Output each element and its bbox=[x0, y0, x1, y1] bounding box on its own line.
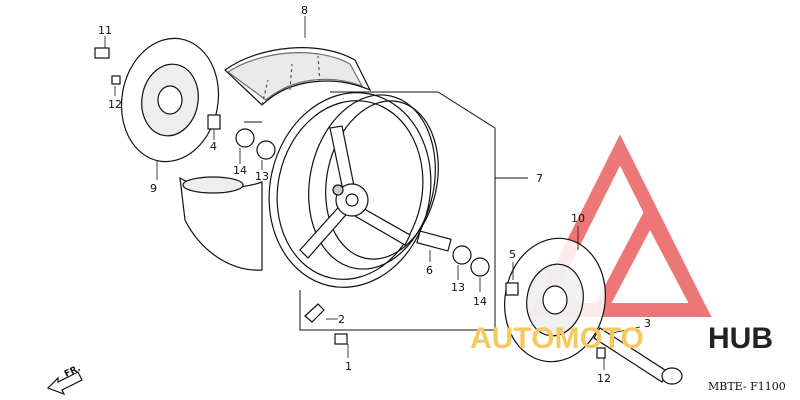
right-brake-disc bbox=[503, 237, 607, 363]
bearing-14-right bbox=[470, 257, 490, 277]
callout-12-right: 12 bbox=[597, 372, 611, 385]
callout-13-right: 13 bbox=[451, 281, 465, 294]
callout-14-right: 14 bbox=[473, 295, 487, 308]
left-brake-disc bbox=[120, 37, 220, 163]
bolt-12-right bbox=[596, 347, 606, 359]
bolt-12-left bbox=[111, 75, 121, 85]
callout-9: 9 bbox=[150, 182, 157, 195]
callout-10: 10 bbox=[571, 212, 585, 225]
direction-arrow: FR. bbox=[46, 364, 83, 396]
callout-8: 8 bbox=[301, 4, 308, 17]
seal-13-left bbox=[256, 140, 276, 160]
callout-12-left: 12 bbox=[108, 98, 122, 111]
collar-5 bbox=[505, 282, 519, 296]
watermark-logo bbox=[528, 134, 712, 317]
callout-1: 1 bbox=[345, 360, 352, 373]
collar-4 bbox=[207, 114, 221, 130]
seal-13-right bbox=[452, 245, 472, 265]
callout-4: 4 bbox=[210, 140, 217, 153]
leader-lines bbox=[104, 16, 641, 370]
axle-3 bbox=[593, 327, 669, 383]
small-parts bbox=[94, 47, 683, 385]
valve-2 bbox=[304, 303, 325, 323]
watermark-triangle-inner bbox=[588, 199, 712, 317]
callout-2: 2 bbox=[338, 313, 345, 326]
callout-11: 11 bbox=[98, 24, 112, 37]
weight-1 bbox=[334, 333, 348, 345]
watermark-text: AUTOMOTO HUB bbox=[470, 322, 773, 355]
axle-head bbox=[661, 367, 683, 385]
spacer-6 bbox=[416, 230, 452, 252]
callout-numbers: 8 11 12 4 9 14 13 7 10 6 5 13 14 2 3 1 1… bbox=[98, 4, 651, 385]
bolt-11 bbox=[94, 47, 110, 59]
assembly-frame bbox=[244, 91, 528, 331]
front-arrow-icon bbox=[46, 371, 83, 396]
callout-7: 7 bbox=[536, 172, 543, 185]
wheel-liner bbox=[179, 176, 263, 271]
tire bbox=[224, 47, 372, 106]
watermark-text-left: AUTOMOTO bbox=[470, 322, 644, 355]
front-wheel bbox=[268, 92, 439, 288]
diagram-code: MBTE- F1100 bbox=[708, 380, 786, 393]
callout-6: 6 bbox=[426, 264, 433, 277]
callout-5: 5 bbox=[509, 248, 516, 261]
bearing-14-left bbox=[235, 128, 255, 148]
watermark-text-right: HUB bbox=[708, 322, 773, 355]
callout-13-left: 13 bbox=[255, 170, 269, 183]
callout-3: 3 bbox=[644, 317, 651, 330]
callout-14-left: 14 bbox=[233, 164, 247, 177]
